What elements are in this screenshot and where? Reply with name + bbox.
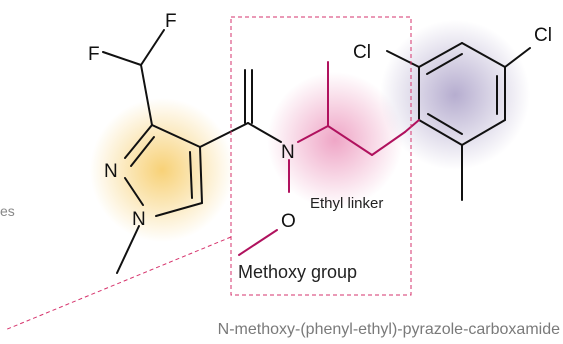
molecule-caption: N-methoxy-(phenyl-ethyl)-pyrazole-carbox…: [218, 321, 560, 338]
atom-label-cl-left: Cl: [353, 42, 371, 63]
atom-label-cl-right: Cl: [534, 25, 552, 46]
atom-label-f-left: F: [88, 44, 100, 65]
atom-label-n-amide: N: [281, 142, 295, 163]
black-bonds: [102, 29, 531, 274]
methoxy-callout-box: [4, 16, 412, 331]
atom-label-n-pyrazole-top: N: [104, 161, 118, 182]
phenyl-highlight: [380, 20, 530, 170]
ethyl-linker-label: Ethyl linker: [310, 195, 383, 212]
methoxy-group-label: Methoxy group: [238, 262, 357, 282]
accent-bonds: [238, 61, 420, 256]
pyrazole-highlight: [90, 98, 234, 242]
atom-label-o-methoxy: O: [281, 211, 296, 232]
atom-label-f-right: F: [165, 11, 177, 32]
linker-highlight: [267, 72, 403, 208]
left-fragment-text: es: [0, 203, 15, 219]
atom-label-n-pyrazole-bottom: N: [132, 209, 146, 230]
